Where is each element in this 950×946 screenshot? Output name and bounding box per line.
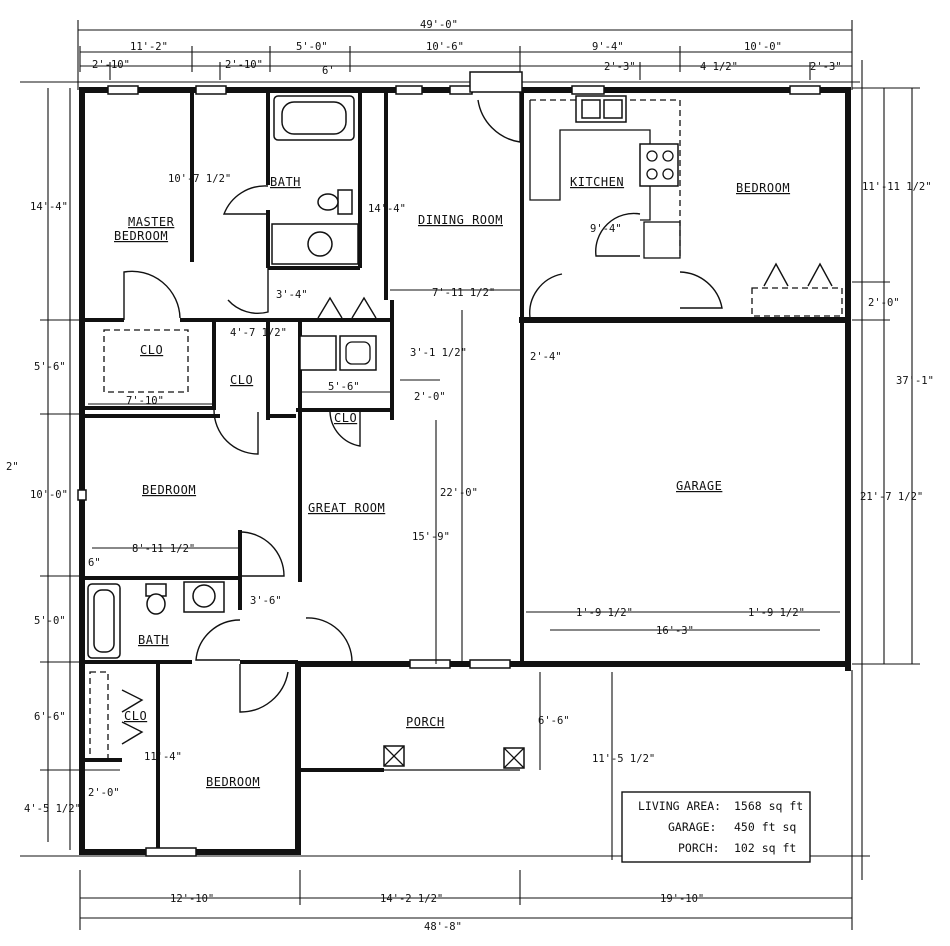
dim-bed-sw-h: 11'-4" bbox=[144, 751, 182, 763]
dim-bath-w: 10'-7 1/2" bbox=[168, 173, 231, 185]
dim-laundry-h: 3'-1 1/2" bbox=[410, 347, 467, 359]
dim-laundry-h2: 2'-0" bbox=[414, 391, 446, 403]
dim-porch-h: 6'-6" bbox=[538, 715, 570, 727]
legend-living-label: LIVING AREA: bbox=[638, 799, 721, 813]
dim-great-h2: 15'-9" bbox=[412, 531, 450, 543]
fixtures bbox=[87, 95, 843, 860]
room-label-bedroom-w: BEDROOM bbox=[142, 483, 196, 497]
dim-right-b: 2'-0" bbox=[868, 297, 900, 309]
dim-top-j: 10'-0" bbox=[744, 41, 782, 53]
dim-top-c: 2'-10" bbox=[225, 59, 263, 71]
dim-right-d: 21'-7 1/2" bbox=[860, 491, 923, 503]
dim-clo-master-w: 7'-10" bbox=[126, 395, 164, 407]
dim-laundry-w: 5'-6" bbox=[328, 381, 360, 393]
room-label-clo-master: CLO bbox=[140, 343, 163, 357]
room-label-dining: DINING ROOM bbox=[418, 213, 503, 227]
dim-top-h: 2'-3" bbox=[604, 61, 636, 73]
dim-left-f: 5'-0" bbox=[34, 615, 66, 627]
dim-left-i: 2'-0" bbox=[88, 787, 120, 799]
dim-left-g: 6'-6" bbox=[34, 711, 66, 723]
legend-garage-value: 450 ft sq bbox=[734, 820, 796, 834]
dim-top-i: 4 1/2" bbox=[700, 61, 738, 73]
room-label-bedroom-sw: BEDROOM bbox=[206, 775, 260, 789]
legend-living-value: 1568 sq ft bbox=[734, 799, 803, 813]
dimension-labels: 49'-0" 2'-10" 11'-2" 2'-10" 5'-0" 6' 10'… bbox=[6, 19, 934, 933]
room-label-great-room: GREAT ROOM bbox=[308, 501, 385, 515]
dim-garage-b: 16'-3" bbox=[656, 625, 694, 637]
windows bbox=[77, 85, 821, 857]
dim-overall-bottom: 48'-8" bbox=[424, 921, 462, 933]
room-label-bath-sw: BATH bbox=[138, 633, 169, 647]
dim-bed-w: 8'-11 1/2" bbox=[132, 543, 195, 555]
dim-hall-a: 3'-4" bbox=[276, 289, 308, 301]
dim-left-c: 2" bbox=[6, 461, 19, 473]
dim-kitchen-w: 9'-4" bbox=[590, 223, 622, 235]
exterior-walls bbox=[79, 87, 851, 855]
room-label-master-2: BEDROOM bbox=[114, 229, 168, 243]
dim-top-k: 2'-3" bbox=[810, 61, 842, 73]
dim-bottom-a: 12'-10" bbox=[170, 893, 214, 905]
room-label-clo-laundry: CLO bbox=[334, 411, 357, 425]
dim-top-e: 6' bbox=[322, 65, 335, 77]
dim-left-b: 5'-6" bbox=[34, 361, 66, 373]
dim-garage-side: 2'-4" bbox=[530, 351, 562, 363]
room-label-clo-hall: CLO bbox=[230, 373, 253, 387]
dim-bottom-b: 14'-2 1/2" bbox=[380, 893, 443, 905]
dim-right-a: 11'-11 1/2" bbox=[862, 181, 932, 193]
dim-top-g: 9'-4" bbox=[592, 41, 624, 53]
room-label-master-1: MASTER bbox=[128, 215, 175, 229]
dim-bottom-c: 19'-10" bbox=[660, 893, 704, 905]
doors bbox=[121, 71, 833, 745]
interior-walls bbox=[82, 90, 394, 852]
area-legend: LIVING AREA: 1568 sq ft GARAGE: 450 ft s… bbox=[621, 791, 811, 863]
legend-porch-value: 102 sq ft bbox=[734, 841, 796, 855]
dim-garage-a: 1'-9 1/2" bbox=[576, 607, 633, 619]
room-label-clo-sw: CLO bbox=[124, 709, 147, 723]
dim-top-f: 10'-6" bbox=[426, 41, 464, 53]
dim-top-a: 2'-10" bbox=[92, 59, 130, 71]
dim-porch-h2: 11'-5 1/2" bbox=[592, 753, 655, 765]
dim-left-d: 10'-0" bbox=[30, 489, 68, 501]
dim-overall-top: 49'-0" bbox=[420, 19, 458, 31]
dim-hall-c: 3'-6" bbox=[250, 595, 282, 607]
dim-garage-c: 1'-9 1/2" bbox=[748, 607, 805, 619]
dim-dining-h: 14'-4" bbox=[368, 203, 406, 215]
dim-right-c: 37'-1" bbox=[896, 375, 934, 387]
room-label-garage: GARAGE bbox=[676, 479, 722, 493]
room-label-bedroom-ne: BEDROOM bbox=[736, 181, 790, 195]
room-label-kitchen: KITCHEN bbox=[570, 175, 624, 189]
legend-porch-label: PORCH: bbox=[678, 841, 720, 855]
dim-top-b: 11'-2" bbox=[130, 41, 168, 53]
dim-great-h: 22'-0" bbox=[440, 487, 478, 499]
dim-clo-w: 4'-7 1/2" bbox=[230, 327, 287, 339]
room-label-porch: PORCH bbox=[406, 715, 445, 729]
legend-garage-label: GARAGE: bbox=[668, 820, 716, 834]
dim-hall-b: 7'-11 1/2" bbox=[432, 287, 495, 299]
room-label-bath-master: BATH bbox=[270, 175, 301, 189]
dim-left-h: 4'-5 1/2" bbox=[24, 803, 81, 815]
dim-left-a: 14'-4" bbox=[30, 201, 68, 213]
dim-top-d: 5'-0" bbox=[296, 41, 328, 53]
dim-left-e: 6" bbox=[88, 557, 101, 569]
room-labels: MASTER BEDROOM BATH DINING ROOM KITCHEN … bbox=[114, 175, 790, 789]
